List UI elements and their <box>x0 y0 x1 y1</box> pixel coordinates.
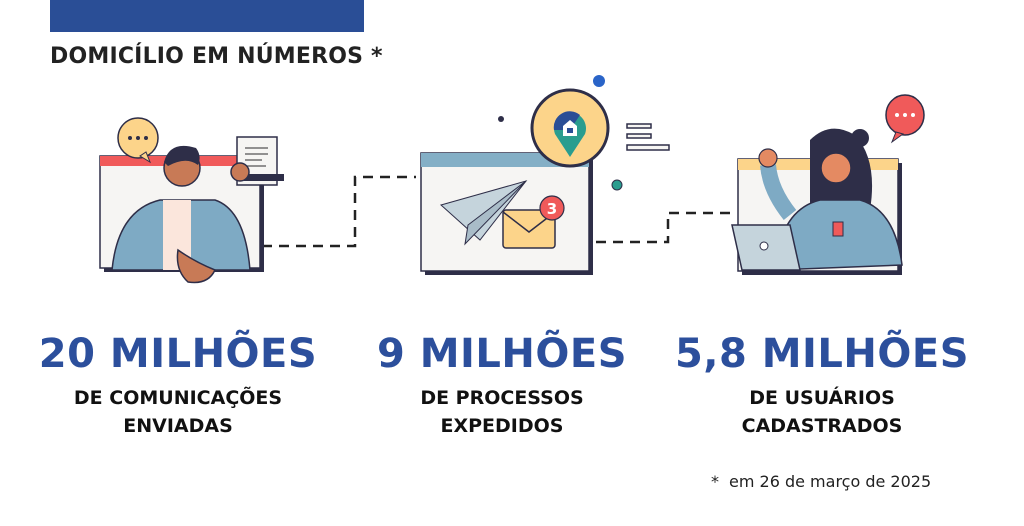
woman-with-laptop-icon <box>731 94 925 275</box>
dashed-connector <box>596 211 730 244</box>
page-title: DOMICÍLIO EM NÚMEROS * <box>50 44 383 69</box>
stat-value: 20 MILHÕES <box>38 331 318 377</box>
stat-label-line1: DE USUÁRIOS <box>749 387 895 409</box>
header-bar <box>50 0 364 32</box>
footnote-text: em 26 de março de 2025 <box>729 472 932 491</box>
stat-label-line2: CADASTRADOS <box>741 415 903 437</box>
text-lines-icon <box>626 123 670 151</box>
stat-label-line2: EXPEDIDOS <box>440 415 564 437</box>
stat-value: 5,8 MILHÕES <box>674 331 970 377</box>
email-window-icon: 3 <box>420 75 670 275</box>
stat-communications: 20 MILHÕES DE COMUNICAÇÕES ENVIADAS <box>28 330 328 440</box>
man-with-document-icon <box>99 117 284 284</box>
notification-count: 3 <box>547 200 557 218</box>
location-pin-icon <box>530 88 610 168</box>
dashed-connector <box>262 175 416 248</box>
speech-bubble-icon <box>117 117 159 164</box>
speech-bubble-icon <box>885 94 925 144</box>
footnote: * em 26 de março de 2025 <box>711 472 941 491</box>
stat-label-line1: DE PROCESSOS <box>420 387 584 409</box>
stat-label-line2: ENVIADAS <box>123 415 233 437</box>
stat-value: 9 MILHÕES <box>376 331 628 377</box>
stat-label-line1: DE COMUNICAÇÕES <box>73 387 283 409</box>
footnote-marker: * <box>711 472 719 491</box>
stat-users: 5,8 MILHÕES DE USUÁRIOS CADASTRADOS <box>672 330 972 440</box>
notification-badge <box>539 195 565 221</box>
stat-processes: 9 MILHÕES DE PROCESSOS EXPEDIDOS <box>352 330 652 440</box>
